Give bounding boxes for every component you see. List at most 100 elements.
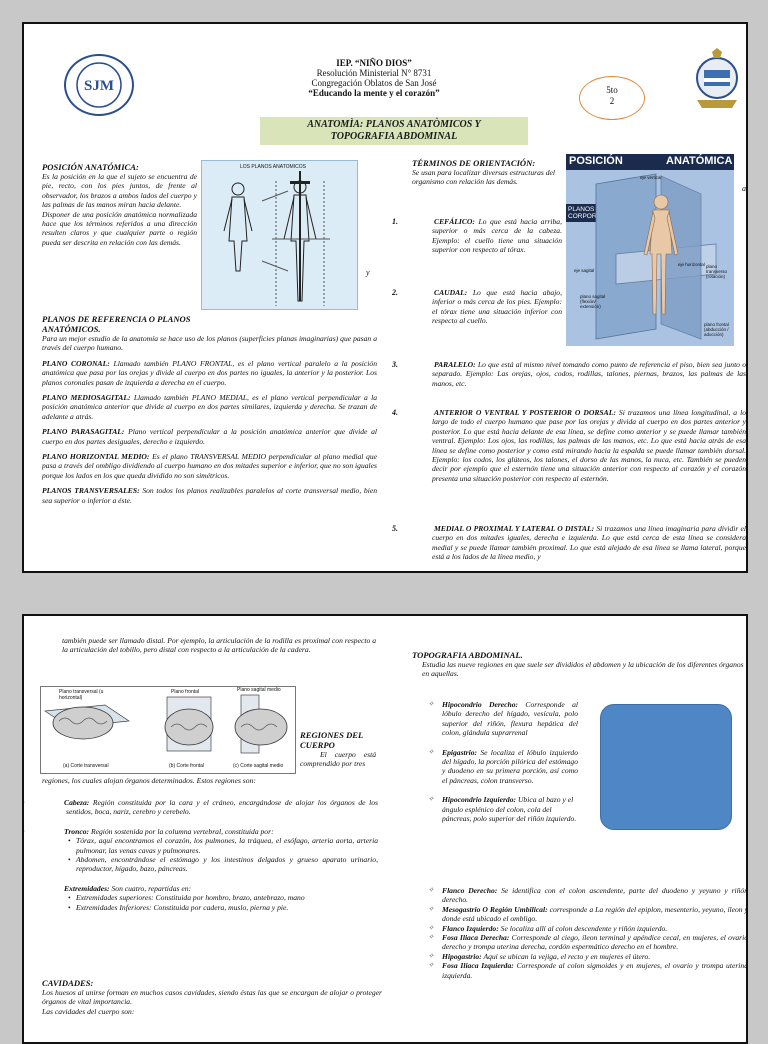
topo-item-5: Mesogastrio O Región Umbilical: correspo… [428,904,748,924]
topo-item-2-text: Se localiza el lóbulo izquierdo del híga… [442,747,578,785]
topo-item-3-title: Hipocondrio Izquierdo: [442,795,517,805]
plano-coronal: PLANO CORONAL: Llamado también PLANO FRO… [42,359,377,387]
orientacion-intro-block: TÉRMINOS DE ORIENTACIÓN: Se usan para lo… [412,158,562,187]
topo-item-4: Flanco Derecho: Se identifica con el col… [428,886,746,905]
motto-line: “Educando la mente y el corazón” [308,88,440,98]
item-5-title: MEDIAL O PROXIMAL Y LATERAL O DISTAL: [434,524,595,533]
title-banner: ANATOMÌA: PLANOS ANATÒMICOS Y TOPOGRAFIA… [260,117,528,145]
logo-left-text: SJM [84,78,114,94]
topo-item-8: Hipogastrio: Aquí se ubican la vejiga, e… [428,951,746,962]
topo-item-9-text: Corresponde al colon sigmoides y en muje… [442,961,748,980]
topografia-heading: TOPOGRAFIA ABDOMINAL. [412,650,523,660]
item-2-number: 2. [392,288,398,297]
item-4-text: Si trazamos una línea longitudinal, a lo… [432,408,746,483]
topo-item-7-text: Corresponde al ciego, íleon terminal y a… [442,933,748,952]
item-1-title: CEFÁLICO: [434,217,475,226]
topo-item-2-title: Epigastrio: [442,747,478,757]
topo-item-9: Fosa Iliaca Izquierda: Corresponde al co… [428,961,748,980]
topo-item-7: Fosa Iliaca Derecha: Corresponde al cieg… [428,933,748,952]
orientacion-item-1: 1.CEFÁLICO: Lo que está hacia arriba, su… [392,217,562,255]
crest-icon [696,48,738,108]
cavidades-tail: Las cavidades del cuerpo son: [42,1006,135,1016]
fig2-title-left: POSICIÓN [569,155,623,167]
fig2-label-horizontal: eje horizontal [678,262,705,267]
topo-item-6-title: Flanco Izquierdo: [442,923,499,933]
region-c-item-2-text: Extremidades Inferiores: Constituida por… [76,902,289,912]
topo-item-4-title: Flanco Derecho: [442,886,498,895]
cavidades-heading: CAVIDADES: [42,978,94,988]
brain-sections-illustration [43,694,288,754]
fig3-caption-a: (a) Corte transversal [63,763,109,769]
topo-item-3: Hipocondrio Izquierdo: Ubica al bazo y e… [428,795,578,823]
planos-intro: Para un mejor estudio de la anatomía se … [42,334,377,353]
grade-line-1: 5to [606,85,618,95]
planos-transversales-title: PLANOS TRANSVERSALES: [42,486,140,496]
document-page-1: SJM IEP. “NIÑO DIOS” Resolución Minister… [22,22,748,573]
orientacion-item-2: 2. CAUDAL: Lo que está hacia abajo, infer… [392,288,562,326]
congregation-line: Congregación Oblatos de San José [311,78,437,88]
cavidades-section: CAVIDADES: Los huesos al unirse forman e… [42,978,382,1016]
topo-item-1-text: Corresponde al lóbulo derecho del hígado… [442,700,578,738]
topografia-list-top: Hipocondrio Derecho: Corresponde al lóbu… [428,700,578,823]
topo-item-6-text: Se localiza allí al colon descendente y … [500,923,668,933]
topo-item-5-text: corresponde a La región del epiplon, mes… [442,904,748,924]
fig3-caption-c: (c) Corte sagital medio [233,763,284,769]
fig3-label-a: Plano transversal (u horizontal) [59,689,104,701]
region-b-label: b) [22,826,25,836]
plano-horizontal-title: PLANO HORIZONTAL MEDIO: [42,452,150,462]
region-b-item-2-text: Abdomen, encontrándose el estómago y los… [76,855,378,874]
topo-item-1: Hipocondrio Derecho: Corresponde al lóbu… [428,700,578,738]
plano-horizontal: PLANO HORIZONTAL MEDIO: Es el plano TRAN… [42,452,377,480]
region-c-item-2: •Extremidades Inferiores: Constituida po… [68,902,289,912]
plano-parasagital: PLANO PARASAGITAL: Plano vertical perpen… [42,427,377,446]
school-logo-left: SJM [64,54,134,116]
plano-coronal-text: Llamado también PLANO FRONTAL, es el pla… [42,358,377,387]
topo-item-9-title: Fosa Iliaca Izquierda: [442,961,514,971]
plano-coronal-title: PLANO CORONAL: [42,358,110,368]
orientacion-item-3: 3.PARALELO: Lo que está al mismo nivel t… [392,360,746,388]
planos-section: PLANOS DE REFERENCIA O PLANOS ANATÓMICOS… [42,314,377,505]
topo-item-2: Epigastrio: Se localiza el lóbulo izquie… [428,748,578,786]
fig2-title-right: ANATÓMICA [666,155,733,167]
orientacion-item-4: 4.ANTERIOR O VENTRAL Y POSTERIOR O DORSA… [392,408,746,483]
planos-transversales-text: Son todos los planos realizables paralel… [42,486,377,505]
stray-a: a [742,184,746,193]
fig3-label-c: Plano sagital medio [237,687,281,693]
topo-item-3-text: Ubica al bazo y el ángulo esplénico del … [442,795,577,824]
fig2-label-transverso: plano transverso (rotación) [706,264,728,279]
topo-item-8-title: Hipogastrio: [442,951,482,961]
plano-parasagital-title: PLANO PARASAGITAL: [42,427,125,437]
topografia-intro: Estudia las nueve regiones en que suele … [422,660,744,679]
topografia-section: TOPOGRAFIA ABDOMINAL. Estudia las nueve … [412,650,746,679]
orientacion-intro: Se usan para localizar diversas estructu… [412,168,556,187]
planos-heading: PLANOS DE REFERENCIA O PLANOS ANATÓMICOS… [42,314,191,334]
region-a: a)Cabeza: Región constituida por la cara… [24,798,378,817]
topo-item-5-title: Mesogastrio O Región Umbilical: [442,904,548,914]
school-header: IEP. “NIÑO DIOS” Resolución Ministerial … [294,58,454,98]
fig3-caption-b: (b) Corte frontal [169,763,205,769]
item-2-text: Lo que está hacia abajo, inferior o más … [432,288,562,326]
school-name: IEP. “NIÑO DIOS” [336,58,412,68]
posicion-paragraph-1: Es la posición en la que el sujeto se en… [42,172,197,210]
region-b-item-1: •Tórax, aquí encontramos el corazón, los… [68,836,378,855]
resolution-line: Resolución Ministerial N° 8731 [316,68,432,78]
region-b-item-2: •Abdomen, encontrándose el estómago y lo… [68,855,378,874]
orientacion-heading: TÉRMINOS DE ORIENTACIÓN: [412,158,536,168]
item-1-number: 1. [392,217,398,226]
regiones-heading: REGIONES DEL CUERPO [300,730,363,750]
item-5-number: 5. [392,524,398,533]
region-b: b)Tronco: Región sostenida por la column… [22,826,378,836]
topo-item-6: Flanco Izquierdo: Se localiza allí al co… [428,923,746,934]
region-b-text: Región sostenida por la columna vertebra… [90,826,274,836]
fig2-label-frontal: plano frontal (abducción / aducción) [704,322,729,337]
region-c: c)Extremidades: Son cuatro, repartidas e… [24,884,378,893]
plano-mediosagital-text: Llamado también PLANO MEDIAL, es el plan… [42,393,377,421]
item-2-title: CAUDAL: [434,288,468,297]
region-a-title: Cabeza: [64,798,90,807]
region-c-item-1-text: Extremidades superiores: Constituida por… [76,893,305,903]
region-c-label: c) [24,884,64,893]
topografia-list-bottom: Flanco Derecho: Se identifica con el col… [428,886,748,980]
plano-parasagital-text: Plano vertical perpendicular a la posici… [42,427,377,446]
orientacion-item-5: 5.MEDIAL O PROXIMAL Y LATERAL O DISTAL: … [392,524,746,562]
brain-sections-figure: Plano transversal (u horizontal) Plano f… [40,686,296,774]
